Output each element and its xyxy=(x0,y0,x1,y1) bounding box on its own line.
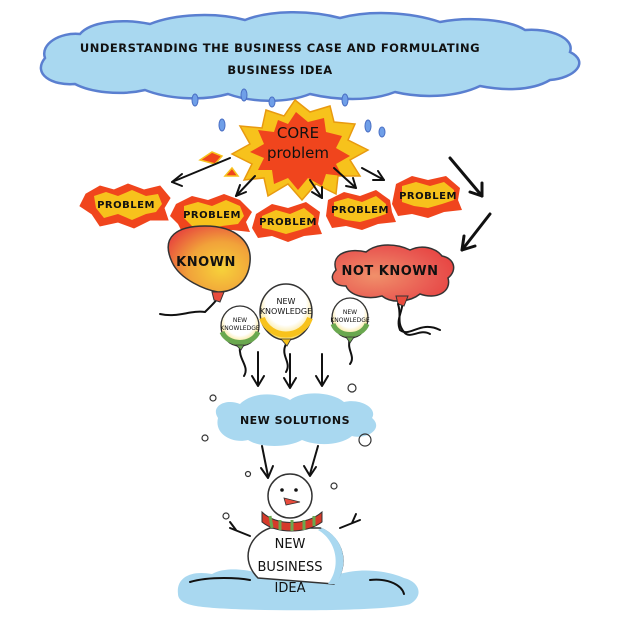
idea-line-3: IDEA xyxy=(275,581,306,596)
core-arrows xyxy=(171,157,385,199)
problem-5: PROBLEM xyxy=(392,176,462,218)
solutions-cloud: NEW SOLUTIONS xyxy=(215,393,377,446)
balloon-strings xyxy=(397,303,431,336)
knowledge-balloon-right: NEW KNOWLEDGE xyxy=(330,297,370,365)
knowledge-balloon-center: NEW KNOWLEDGE xyxy=(259,283,313,373)
snowman: NEW BUSINESS IDEA xyxy=(177,473,419,611)
idea-line-1: NEW xyxy=(275,537,306,552)
knowledge-right-line-1: NEW xyxy=(343,309,357,316)
problem-2-label: PROBLEM xyxy=(183,210,241,221)
title-line-2: BUSINESS IDEA xyxy=(227,63,332,77)
problem-3-label: PROBLEM xyxy=(259,217,317,228)
right-arrows xyxy=(448,156,492,252)
flame-sparks xyxy=(198,151,240,177)
known-balloon: KNOWN xyxy=(159,225,251,317)
problem-4-label: PROBLEM xyxy=(331,205,389,216)
knowledge-center-line-1: NEW xyxy=(277,297,296,306)
solutions-arrows xyxy=(260,445,319,479)
core-problem-line-2: problem xyxy=(267,144,329,162)
not-known-label: NOT KNOWN xyxy=(341,264,438,279)
solutions-label: NEW SOLUTIONS xyxy=(240,414,350,427)
knowledge-arrows xyxy=(251,351,329,389)
snow-mound xyxy=(177,569,419,611)
problem-5-label: PROBLEM xyxy=(399,191,457,202)
knowledge-right-line-2: KNOWLEDGE xyxy=(330,317,369,324)
problem-1: PROBLEM xyxy=(79,183,171,229)
known-label: KNOWN xyxy=(176,255,236,270)
snowflakes xyxy=(201,383,372,520)
idea-line-2: BUSINESS xyxy=(258,560,323,575)
problem-blobs: PROBLEM PROBLEM PROBLEM PROBLEM PROBLEM xyxy=(79,176,462,242)
problem-4: PROBLEM xyxy=(326,190,396,230)
title-cloud: UNDERSTANDING THE BUSINESS CASE AND FORM… xyxy=(39,11,581,102)
core-problem: CORE problem xyxy=(230,98,370,202)
rain-drops xyxy=(191,88,386,138)
carrot-nose xyxy=(283,497,301,506)
title-line-1: UNDERSTANDING THE BUSINESS CASE AND FORM… xyxy=(80,41,480,55)
knowledge-left-line-2: KNOWLEDGE xyxy=(220,325,259,332)
core-problem-line-1: CORE xyxy=(277,124,319,142)
knowledge-left-line-1: NEW xyxy=(233,317,247,324)
knowledge-center-line-2: KNOWLEDGE xyxy=(260,307,312,316)
problem-3: PROBLEM xyxy=(252,202,322,242)
knowledge-balloon-left: NEW KNOWLEDGE xyxy=(219,305,261,377)
problem-1-label: PROBLEM xyxy=(97,200,155,211)
not-known-blob: NOT KNOWN xyxy=(331,244,455,333)
